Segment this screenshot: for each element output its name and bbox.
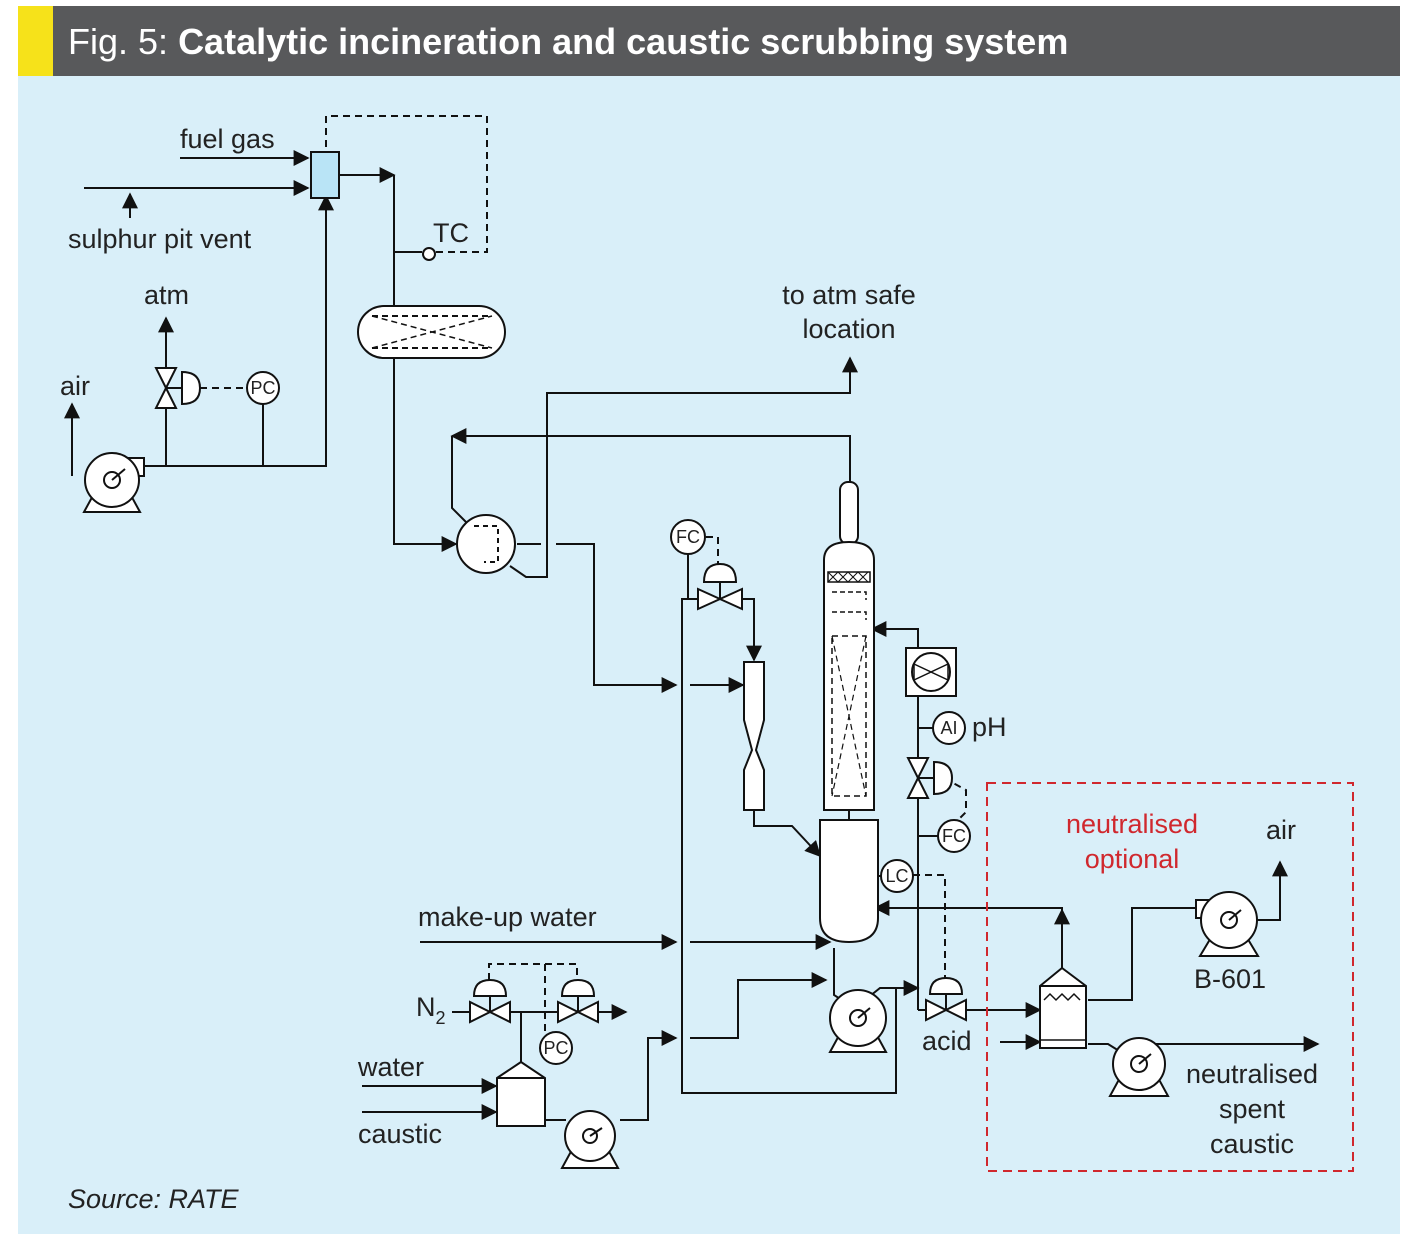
figure-number: Fig. 5:: [68, 21, 169, 62]
air-left-label: air: [60, 371, 90, 401]
scrubber-column: [819, 481, 879, 944]
neutraliser-vent-line: [873, 900, 1063, 934]
optional-neutralisation-box: [986, 782, 1354, 1172]
lc-label: LC: [885, 866, 908, 886]
neutralised-optional-label-2: optional: [1085, 844, 1180, 874]
pc-bottom-signal: [488, 963, 578, 980]
make-up-water-label: make-up water: [418, 902, 597, 932]
ph-label: pH: [972, 712, 1007, 742]
pc-top-label: PC: [250, 378, 275, 398]
cooler: [905, 629, 957, 756]
b601-label: B-601: [1194, 964, 1266, 994]
fc-top-valve: [697, 562, 743, 611]
signal-lines: [200, 115, 990, 1034]
caustic-feed-pump: [560, 1110, 620, 1169]
converter-to-exchanger: [393, 358, 458, 552]
neutralised-optional-label-1: neutralised: [1066, 809, 1198, 839]
fc-right-signal: [943, 777, 967, 823]
quench-venturi: [743, 661, 765, 811]
figure-title: Fig. 5: Catalytic incineration and caust…: [68, 14, 1068, 70]
acid-label: acid: [922, 1026, 972, 1056]
b601-air-out: [1255, 860, 1288, 921]
air-blower-line: [142, 194, 334, 467]
n2-inlet-valve: [469, 978, 511, 1024]
diagram-panel: [18, 76, 1400, 1234]
instrument-pc-top: PC: [246, 371, 280, 405]
caustic-feed-line: [620, 1030, 678, 1121]
neutralised-spent-label-3: caustic: [1210, 1129, 1294, 1159]
neutraliser-vessel: [1039, 966, 1087, 1049]
ai-label: AI: [940, 718, 957, 738]
heat-exchanger: [456, 514, 516, 574]
lc-signal: [913, 874, 946, 978]
n2-subscript: 2: [436, 1008, 446, 1028]
pump-discharge: [869, 980, 920, 997]
spent-caustic-pump: [1108, 1037, 1170, 1097]
instrument-lc: LC: [878, 859, 914, 893]
figure-title-text: Catalytic incineration and caustic scrub…: [178, 21, 1069, 62]
neutralised-spent-label-2: spent: [1219, 1094, 1286, 1124]
quench-to-scrubber: [753, 810, 822, 858]
overhead-to-exchanger: [450, 428, 851, 482]
caustic-label: caustic: [358, 1119, 442, 1149]
circulation-pump: [828, 989, 888, 1053]
sulphur-pit-vent-label: sulphur pit vent: [68, 224, 252, 254]
neutralised-spent-label-1: neutralised: [1186, 1059, 1318, 1089]
catalytic-converter: [357, 305, 506, 359]
n2-label: N2: [416, 992, 446, 1028]
valve-to-quench: [742, 598, 762, 662]
instrument-fc-top: FC: [670, 519, 706, 555]
caustic-to-scrubber: [690, 972, 828, 1039]
burner: [310, 151, 340, 199]
process-lines: [64, 150, 1320, 1121]
fc-right-valve: [906, 757, 954, 799]
exchanger-cold-return: [451, 436, 467, 523]
atm-pressure-valve: [154, 367, 202, 409]
air-blower: [82, 452, 145, 513]
title-accent: [18, 6, 53, 76]
instrument-tc-point: [422, 247, 436, 261]
instrument-ai: AI: [918, 711, 966, 745]
n2-vent-valve: [557, 978, 599, 1024]
air-right-label: air: [1266, 815, 1296, 845]
to-b601-line: [1088, 907, 1198, 1001]
tc-signal: [325, 115, 488, 253]
exchanger-to-quench: [556, 543, 678, 693]
n2-base: N: [416, 992, 436, 1022]
water-label: water: [357, 1052, 424, 1082]
instrument-fc-right: FC: [918, 819, 971, 853]
title-bar: [18, 6, 1400, 76]
source-caption: Source: RATE: [68, 1184, 240, 1214]
to-atm-label-2: location: [802, 314, 895, 344]
fc-right-label: FC: [942, 826, 966, 846]
fuel-gas-label: fuel gas: [180, 124, 275, 154]
fc-top-label: FC: [676, 527, 700, 547]
tc-label: TC: [433, 218, 469, 248]
pc-bottom-label: PC: [543, 1038, 568, 1058]
caustic-tank: [496, 1060, 546, 1127]
b601-blower: [1195, 891, 1260, 957]
fc-top-signal: [706, 536, 719, 566]
vent-to-atm: [509, 356, 858, 578]
atm-label: atm: [144, 280, 189, 310]
acid-valve: [925, 976, 967, 1022]
to-atm-label-1: to atm safe: [782, 280, 916, 310]
instrument-pc-bottom: PC: [539, 1031, 573, 1065]
